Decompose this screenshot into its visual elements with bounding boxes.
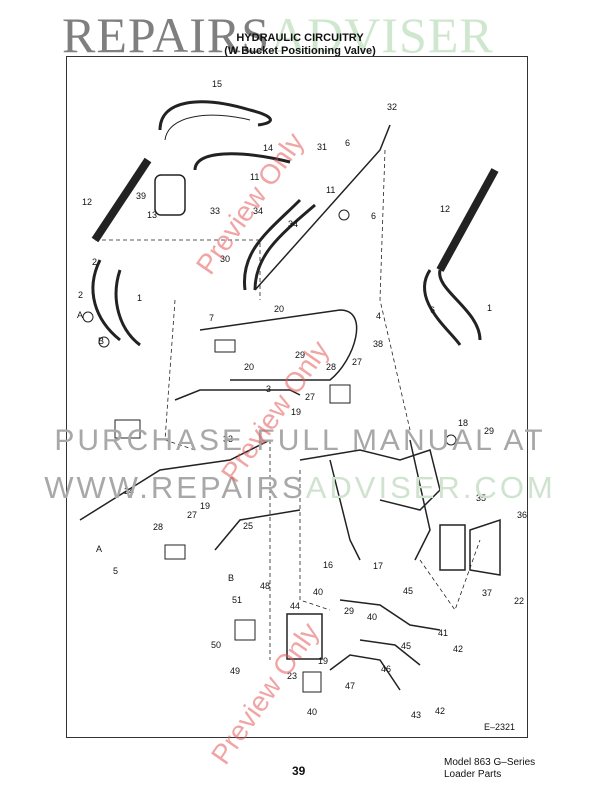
callout-label: 32 xyxy=(387,102,397,112)
callout-label: 45 xyxy=(401,641,411,651)
callout-label: 7 xyxy=(209,313,214,323)
callout-label: 45 xyxy=(403,586,413,596)
callout-label: 35 xyxy=(476,493,486,503)
callout-label: 39 xyxy=(136,191,146,201)
callout-label: 40 xyxy=(367,612,377,622)
callout-label: 27 xyxy=(352,357,362,367)
callout-label: 14 xyxy=(263,143,273,153)
callout-label: 17 xyxy=(373,561,383,571)
model-line1: Model 863 G–Series xyxy=(444,757,536,768)
model-line2: Loader Parts xyxy=(444,769,502,780)
callout-label: 27 xyxy=(305,392,315,402)
callout-label: 38 xyxy=(373,339,383,349)
callout-label: 36 xyxy=(517,510,527,520)
callout-label: 34 xyxy=(288,219,298,229)
model-label: Model 863 G–Series Loader Parts xyxy=(444,757,535,781)
callout-label: 50 xyxy=(211,640,221,650)
callout-label: 34 xyxy=(253,206,263,216)
callout-label: 24 xyxy=(124,486,134,496)
callout-label: 12 xyxy=(82,197,92,207)
watermark-url: WWW.REPAIRSADVISER.COM xyxy=(44,470,556,505)
callout-label: A xyxy=(77,310,83,320)
callout-label: 41 xyxy=(438,628,448,638)
callout-label: 33 xyxy=(210,206,220,216)
callout-label: 29 xyxy=(484,426,494,436)
callout-label: A xyxy=(96,544,102,554)
callout-label: 4 xyxy=(376,311,381,321)
page-number: 39 xyxy=(292,764,306,778)
callout-label: 46 xyxy=(381,664,391,674)
callout-label: 42 xyxy=(453,644,463,654)
callout-label: 44 xyxy=(290,601,300,611)
callout-label: 51 xyxy=(232,595,242,605)
drawing-code: E–2321 xyxy=(484,722,516,732)
callout-label: 13 xyxy=(147,210,157,220)
callout-label: 3 xyxy=(266,384,271,394)
callout-label: 42 xyxy=(435,706,445,716)
watermark-purchase: PURCHASE FULL MANUAL AT xyxy=(54,424,546,457)
callout-label: 6 xyxy=(345,138,350,148)
callout-label: 25 xyxy=(243,521,253,531)
callout-label: 16 xyxy=(323,560,333,570)
callout-label: 29 xyxy=(344,606,354,616)
callout-label: 1 xyxy=(487,303,492,313)
callout-label: 22 xyxy=(514,596,524,606)
callout-label: B xyxy=(228,573,234,583)
callout-label: 27 xyxy=(187,510,197,520)
callout-label: 47 xyxy=(345,681,355,691)
callout-label: 6 xyxy=(371,211,376,221)
callout-label: 5 xyxy=(113,566,118,576)
callout-label: 20 xyxy=(274,304,284,314)
callout-label: B xyxy=(98,336,104,346)
callout-label: 40 xyxy=(307,707,317,717)
callout-label: 40 xyxy=(313,587,323,597)
callout-label: 19 xyxy=(200,501,210,511)
callout-label: 15 xyxy=(212,79,222,89)
callout-label: 48 xyxy=(260,581,270,591)
callout-label: 19 xyxy=(318,656,328,666)
callout-label: 28 xyxy=(153,522,163,532)
page-title: HYDRAULIC CIRCUITRY (W Bucket Positionin… xyxy=(0,32,600,58)
callout-label: 2 xyxy=(92,257,97,267)
callout-label: 19 xyxy=(291,407,301,417)
callout-label: 20 xyxy=(244,362,254,372)
diagram-frame xyxy=(66,56,528,738)
callout-label: 23 xyxy=(287,671,297,681)
callout-label: 1 xyxy=(137,293,142,303)
callout-label: 37 xyxy=(482,588,492,598)
callout-label: 29 xyxy=(295,350,305,360)
callout-label: 11 xyxy=(250,172,259,182)
callout-label: 6 xyxy=(430,305,435,315)
callout-label: 49 xyxy=(230,666,240,676)
watermark-brand: REPAIRSADVISER xyxy=(62,7,494,63)
callout-label: 43 xyxy=(411,710,421,720)
callout-label: 2 xyxy=(78,290,83,300)
diagram-subtitle: (W Bucket Positioning Valve) xyxy=(224,45,376,57)
callout-label: 31 xyxy=(317,142,327,152)
callout-label: 18 xyxy=(458,418,468,428)
callout-label: 30 xyxy=(220,254,230,264)
callout-label: 33 xyxy=(223,434,233,444)
callout-label: 12 xyxy=(440,204,450,214)
callout-label: 11 xyxy=(326,185,335,195)
callout-label: 28 xyxy=(326,362,336,372)
diagram-title: HYDRAULIC CIRCUITRY xyxy=(236,32,364,44)
